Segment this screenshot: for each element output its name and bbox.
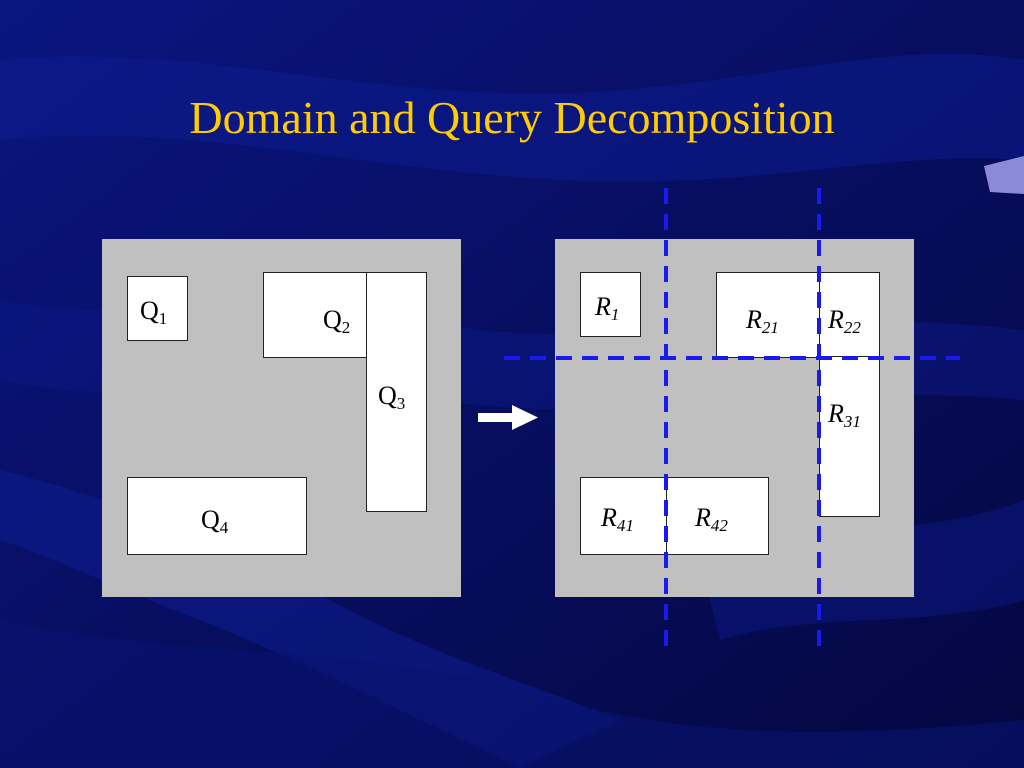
label-q4-sub: 4 <box>219 518 229 537</box>
label-q3-main: Q <box>378 381 397 410</box>
label-q2-sub: 2 <box>341 318 351 337</box>
query-box-q2 <box>263 272 369 358</box>
region-box-r31 <box>819 356 880 517</box>
label-r31-sub: 31 <box>843 412 861 431</box>
label-r31: R31 <box>828 399 861 437</box>
label-q4-main: Q <box>201 505 220 534</box>
label-r41-sub: 41 <box>616 516 634 535</box>
label-r21-main: R <box>746 305 762 334</box>
label-r41: R41 <box>601 503 634 541</box>
query-box-q4 <box>127 477 307 555</box>
label-q3-sub: 3 <box>396 394 406 413</box>
region-box-r41 <box>580 477 668 555</box>
label-q4: Q4 <box>201 505 228 543</box>
page-tab-decoration <box>984 156 1024 194</box>
label-r21: R21 <box>746 305 779 343</box>
query-box-q3 <box>366 272 427 512</box>
label-r22-sub: 22 <box>843 318 861 337</box>
label-q1: Q1 <box>140 296 167 334</box>
label-q3: Q3 <box>378 381 405 419</box>
label-r1-main: R <box>595 292 611 321</box>
label-r42: R42 <box>695 503 728 541</box>
label-r22: R22 <box>828 305 861 343</box>
region-box-r21 <box>716 272 822 358</box>
label-q2: Q2 <box>323 305 350 343</box>
label-q2-main: Q <box>323 305 342 334</box>
label-r41-main: R <box>601 503 617 532</box>
query-box-q1 <box>127 276 188 341</box>
label-q1-sub: 1 <box>158 309 168 328</box>
label-r42-main: R <box>695 503 711 532</box>
slide-title: Domain and Query Decomposition <box>189 92 835 143</box>
label-q1-main: Q <box>140 296 159 325</box>
label-r22-main: R <box>828 305 844 334</box>
label-r1-sub: 1 <box>610 305 620 324</box>
label-r31-main: R <box>828 399 844 428</box>
label-r1: R1 <box>595 292 619 330</box>
region-box-r1 <box>580 272 641 337</box>
region-box-r22 <box>819 272 880 358</box>
label-r21-sub: 21 <box>761 318 779 337</box>
label-r42-sub: 42 <box>710 516 728 535</box>
